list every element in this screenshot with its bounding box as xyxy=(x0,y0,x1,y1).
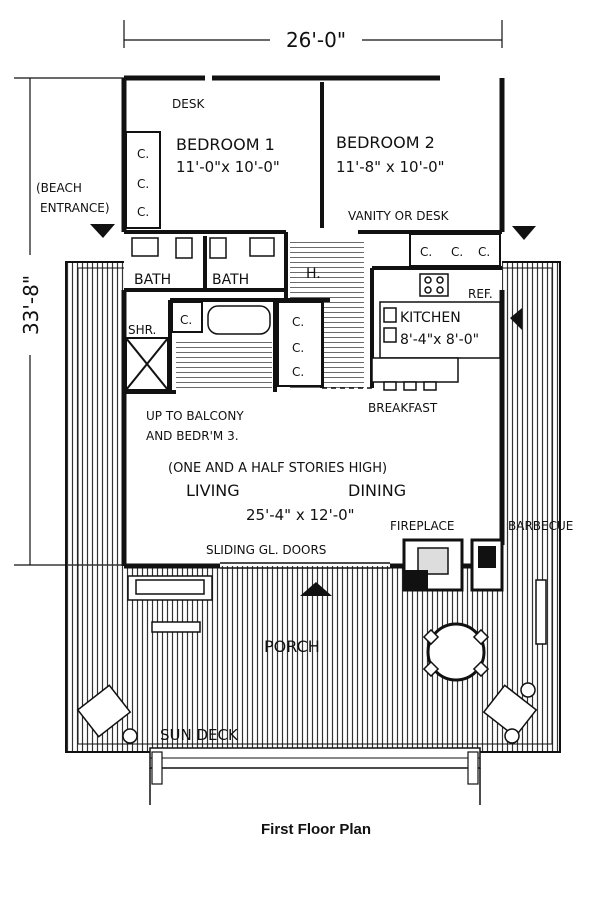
closet-label: C. xyxy=(292,365,304,379)
closet-label: C. xyxy=(451,245,463,259)
fireplace xyxy=(402,538,464,592)
beach-entrance-label-2: ENTRANCE) xyxy=(40,201,110,215)
shower-fixture xyxy=(125,337,169,391)
breakfast-label: BREAKFAST xyxy=(368,401,438,415)
stair-label-2: AND BEDR'M 3. xyxy=(146,429,239,443)
house-footprint xyxy=(90,75,536,596)
kitchen-size: 8'-4"x 8'-0" xyxy=(400,332,479,348)
closet-label: C. xyxy=(478,245,490,259)
shower-label: SHR. xyxy=(128,323,156,337)
closet-label: C. xyxy=(137,147,149,161)
bath2-label: BATH xyxy=(212,272,249,288)
fireplace-label: FIREPLACE xyxy=(390,519,455,533)
closet-label: C. xyxy=(180,313,192,327)
kitchen-fixtures xyxy=(371,273,501,391)
closets xyxy=(125,131,501,387)
hall-label: H. xyxy=(306,266,321,282)
bedroom2-size: 11'-8" x 10'-0" xyxy=(336,158,445,176)
stair-label-1: UP TO BALCONY xyxy=(146,409,244,423)
plan-caption: First Floor Plan xyxy=(261,821,371,838)
beach-entrance-arrow xyxy=(90,224,115,238)
labels: 26'-0" 33'-8" DESK BEDROOM 1 11'-0"x 10'… xyxy=(19,28,573,838)
bedroom2-name: BEDROOM 2 xyxy=(336,133,435,152)
stair xyxy=(176,340,272,392)
bath1-label: BATH xyxy=(134,272,171,288)
bedroom1-name: BEDROOM 1 xyxy=(176,135,275,154)
kitchen-door-arrow xyxy=(510,308,522,330)
barbecue xyxy=(470,538,504,592)
living-label: LIVING xyxy=(186,481,240,500)
living-size: 25'-4" x 12'-0" xyxy=(246,506,355,524)
sliding-doors-label: SLIDING GL. DOORS xyxy=(206,543,326,557)
width-dimension-label: 26'-0" xyxy=(286,28,346,52)
vanity-label: VANITY OR DESK xyxy=(348,209,450,223)
sun-deck-label: SUN DECK xyxy=(160,726,239,744)
closet-label: C. xyxy=(137,205,149,219)
porch-entrance-arrow xyxy=(300,582,332,596)
porch-furniture xyxy=(76,575,547,744)
depth-dimension-label: 33'-8" xyxy=(19,275,43,335)
width-dimension xyxy=(123,20,503,48)
desk-label: DESK xyxy=(172,97,205,111)
kitchen-name: KITCHEN xyxy=(400,310,461,326)
closet-label: C. xyxy=(420,245,432,259)
porch-label: PORCH xyxy=(264,637,320,656)
beach-entrance-label: (BEACH xyxy=(36,181,82,195)
dining-label: DINING xyxy=(348,481,406,500)
refrigerator-label: REF. xyxy=(468,287,493,301)
closet-label: C. xyxy=(292,341,304,355)
stories-note: (ONE AND A HALF STORIES HIGH) xyxy=(168,461,387,476)
interior-walls xyxy=(124,82,502,394)
bedroom1-size: 11'-0"x 10'-0" xyxy=(176,158,280,176)
barbecue-label: BARBECUE xyxy=(508,519,573,533)
entrance-arrow-right xyxy=(512,226,536,240)
closet-label: C. xyxy=(137,177,149,191)
bath-fixtures xyxy=(131,237,275,335)
sliding-glass-doors xyxy=(220,562,390,569)
closet-label: C. xyxy=(292,315,304,329)
